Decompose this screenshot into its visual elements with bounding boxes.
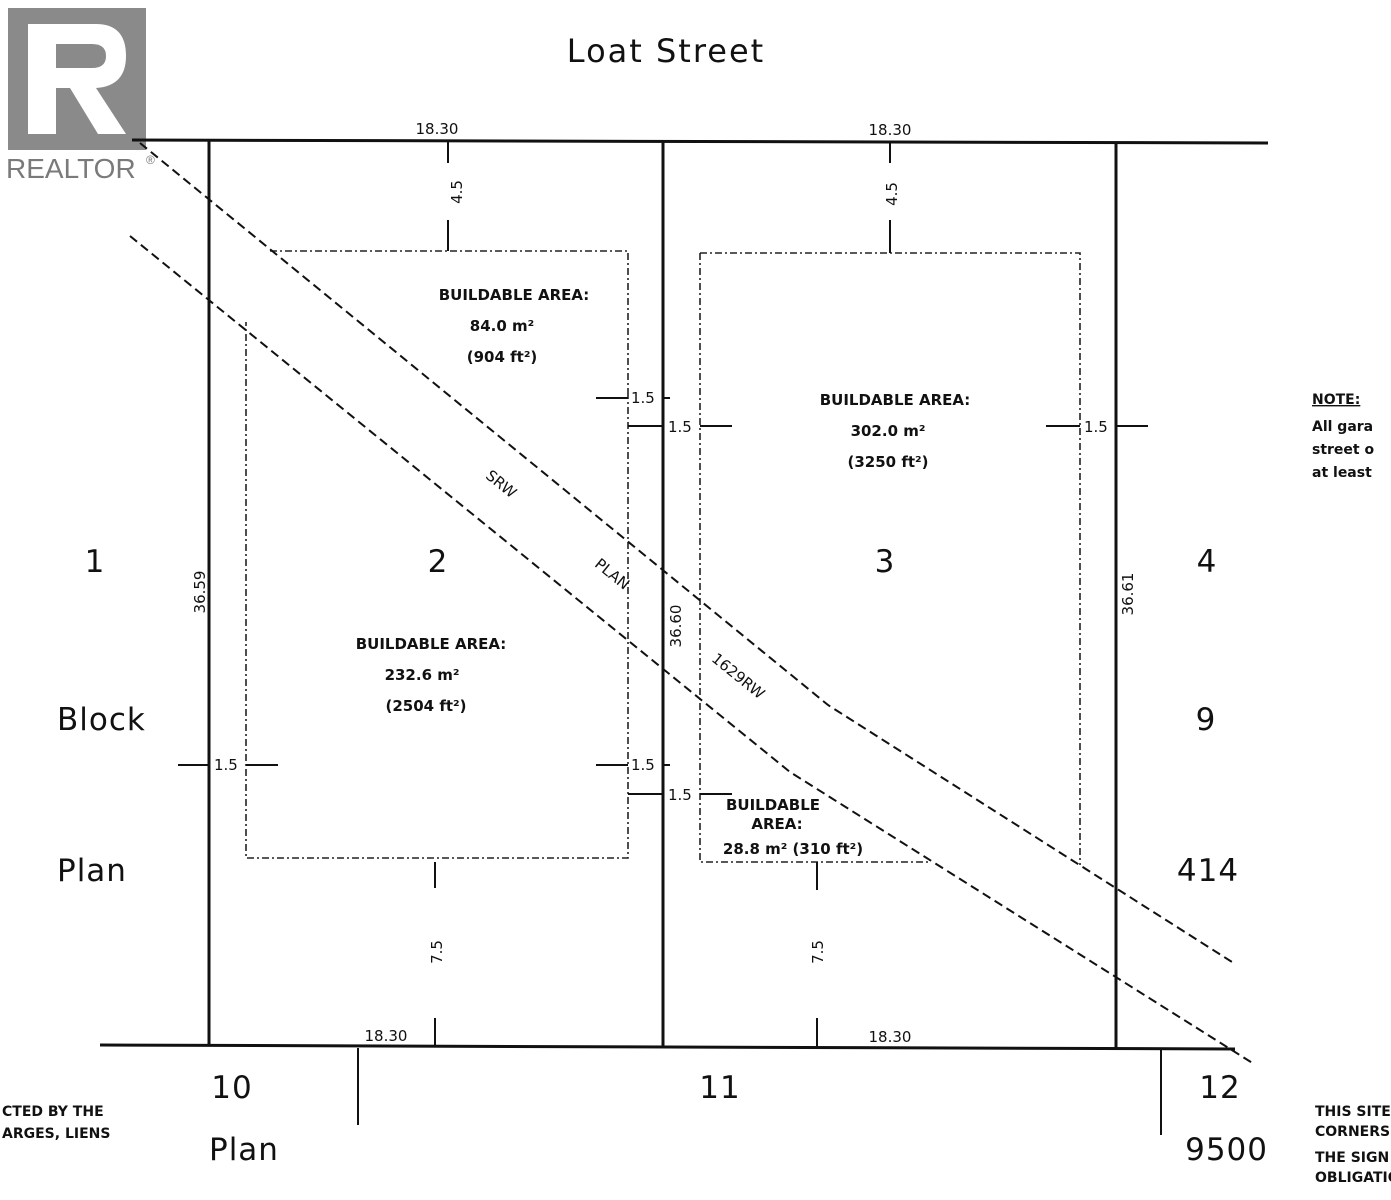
- front-setback-left: 4.5: [448, 180, 466, 204]
- lot-number-12: 12: [1199, 1070, 1240, 1106]
- lot-number-2: 2: [428, 544, 449, 580]
- side-setback-value: 1.5: [631, 756, 655, 774]
- srw-lower-boundary: [129, 235, 1255, 1065]
- right-fragment-line: THIS SITE: [1315, 1104, 1391, 1120]
- lot3-top-area-label: BUILDABLE AREA:: [820, 391, 971, 409]
- left-fragment-line: CTED BY THE: [2, 1104, 104, 1120]
- dim-right-depth: 36.61: [1119, 573, 1137, 616]
- srw-plan-number: 1629RW: [708, 649, 768, 703]
- plan-label: Plan: [57, 853, 127, 889]
- realtor-brand-text: REALTOR: [6, 153, 136, 184]
- right-fragment-line: OBLIGATIO: [1315, 1170, 1391, 1186]
- realtor-registered-mark: ®: [146, 153, 155, 167]
- side-setback-value: 1.5: [214, 756, 238, 774]
- lot-number-1: 1: [85, 544, 106, 580]
- dim-middle-depth: 36.60: [667, 605, 685, 648]
- plan-number: 414: [1177, 853, 1239, 889]
- lot-number-3: 3: [875, 544, 896, 580]
- lot2-top-area-ft2: (904 ft²): [467, 348, 538, 366]
- street-name: Loat Street: [567, 32, 765, 70]
- block-label: Block: [57, 702, 146, 738]
- note-heading: NOTE:: [1312, 392, 1360, 408]
- lot-number-4: 4: [1197, 544, 1218, 580]
- lot2-buildable-bottom-outline: [245, 322, 629, 859]
- side-setback-value: 1.5: [668, 418, 692, 436]
- rear-setback-left: 7.5: [428, 940, 446, 964]
- lot3-bottom-area-word: AREA:: [751, 815, 802, 833]
- lot3-top-area-m2: 302.0 m²: [851, 422, 926, 440]
- lot3-bottom-area-label: BUILDABLE: [726, 796, 820, 814]
- dim-top-left: 18.30: [416, 120, 459, 138]
- left-fragment-line: ARGES, LIENS: [2, 1126, 110, 1142]
- lot3-top-area-ft2: (3250 ft²): [848, 453, 929, 471]
- rear-setback-right: 7.5: [809, 940, 827, 964]
- front-setback-right: 4.5: [883, 182, 901, 206]
- side-setback-value: 1.5: [668, 786, 692, 804]
- lot2-top-area-m2: 84.0 m²: [470, 317, 534, 335]
- lot3-buildable-outline: [700, 252, 1081, 865]
- front-property-line: [131, 138, 1269, 145]
- dim-bottom-right: 18.30: [869, 1028, 912, 1046]
- side-setback-value: 1.5: [1084, 418, 1108, 436]
- dim-bottom-left: 18.30: [365, 1027, 408, 1045]
- note-line: All gara: [1312, 419, 1373, 435]
- dim-top-right: 18.30: [869, 121, 912, 139]
- lot2-bottom-area-ft2: (2504 ft²): [386, 697, 467, 715]
- lot2-buildable-top-outline: [270, 250, 629, 392]
- srw-label: SRW: [482, 466, 520, 502]
- srw-upper-boundary: [139, 142, 1233, 963]
- lot2-bottom-area-label: BUILDABLE AREA:: [356, 635, 507, 653]
- bottom-plan-label: Plan: [209, 1132, 279, 1168]
- lot2-bottom-area-m2: 232.6 m²: [385, 666, 460, 684]
- dim-left-depth: 36.59: [191, 571, 209, 614]
- srw-plan-label: PLAN: [591, 555, 633, 594]
- note-line: street o: [1312, 442, 1374, 458]
- lot3-bottom-area-value: 28.8 m² (310 ft²): [723, 840, 863, 858]
- rear-property-line: [99, 1043, 1236, 1051]
- realtor-logo: [8, 8, 146, 150]
- bottom-plan-number: 9500: [1185, 1132, 1268, 1168]
- lot-number-11: 11: [699, 1070, 740, 1106]
- note-line: at least: [1312, 465, 1372, 481]
- lot3-buildable-left-outline: [699, 253, 928, 863]
- lot2-top-area-label: BUILDABLE AREA:: [439, 286, 590, 304]
- right-fragment-line: THE SIGN: [1315, 1150, 1389, 1166]
- block-number: 9: [1196, 702, 1217, 738]
- right-fragment-line: CORNERS: [1315, 1124, 1390, 1140]
- side-setback-value: 1.5: [631, 389, 655, 407]
- lot-number-10: 10: [211, 1070, 252, 1106]
